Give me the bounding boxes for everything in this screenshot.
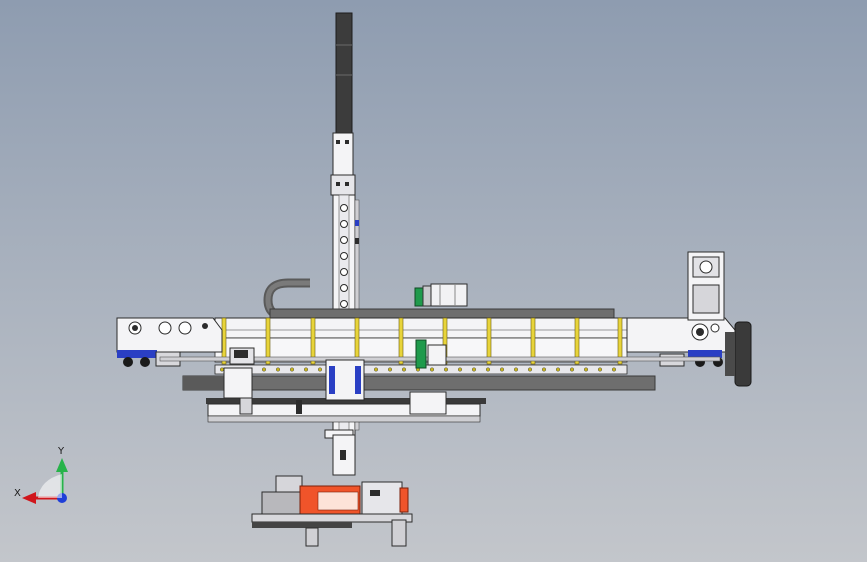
left-end-plate (116, 317, 223, 367)
track-bolt (472, 367, 477, 372)
coordinate-triad: Y X (14, 446, 68, 504)
track-bolt (430, 367, 435, 372)
support-bracket (574, 317, 580, 365)
track-bolt (612, 367, 617, 372)
track-bolt (304, 367, 309, 372)
track-bolt (570, 367, 575, 372)
left-carriage-block (223, 347, 255, 399)
support-bracket (310, 317, 316, 365)
z-rail-hole (340, 252, 348, 260)
track-bolt (402, 367, 407, 372)
track-bolt (598, 367, 603, 372)
track-bolt (584, 367, 589, 372)
y-axis-carriage (206, 391, 486, 423)
support-bracket (530, 317, 536, 365)
track-bolt (374, 367, 379, 372)
track-bolt (444, 367, 449, 372)
beam-support-brackets (221, 317, 623, 365)
track-bolt (500, 367, 505, 372)
gripper-assembly (251, 434, 413, 547)
z-axis-cable-duct (335, 12, 353, 134)
track-bolt (514, 367, 519, 372)
z-rail-hole (340, 204, 348, 212)
y-axis-label: Y (57, 446, 65, 457)
upper-cable-rail (269, 308, 615, 319)
right-gearbox-motor (687, 251, 752, 387)
support-bracket (398, 317, 404, 365)
track-bolt (542, 367, 547, 372)
x-axis-label: X (14, 488, 21, 499)
support-bracket (265, 317, 271, 365)
track-bolt (528, 367, 533, 372)
track-bolt (290, 367, 295, 372)
support-bracket (617, 317, 623, 365)
track-bolt (262, 367, 267, 372)
z-rail-hole (340, 268, 348, 276)
support-bracket (486, 317, 492, 365)
track-bolt (219, 367, 224, 372)
z-rail-hole (340, 300, 348, 308)
x-axis-servo-motor (414, 283, 468, 307)
z-rail-hole (340, 220, 348, 228)
green-slide-block (415, 339, 447, 369)
lower-cable-rail (182, 375, 656, 391)
track-bolt (486, 367, 491, 372)
track-bolt (556, 367, 561, 372)
z-carriage-plate (324, 359, 365, 439)
track-bolt (388, 367, 393, 372)
z-rail-hole (340, 284, 348, 292)
z-rail-hole (340, 236, 348, 244)
track-bolt (276, 367, 281, 372)
track-bolt (458, 367, 463, 372)
track-bolt (318, 367, 323, 372)
